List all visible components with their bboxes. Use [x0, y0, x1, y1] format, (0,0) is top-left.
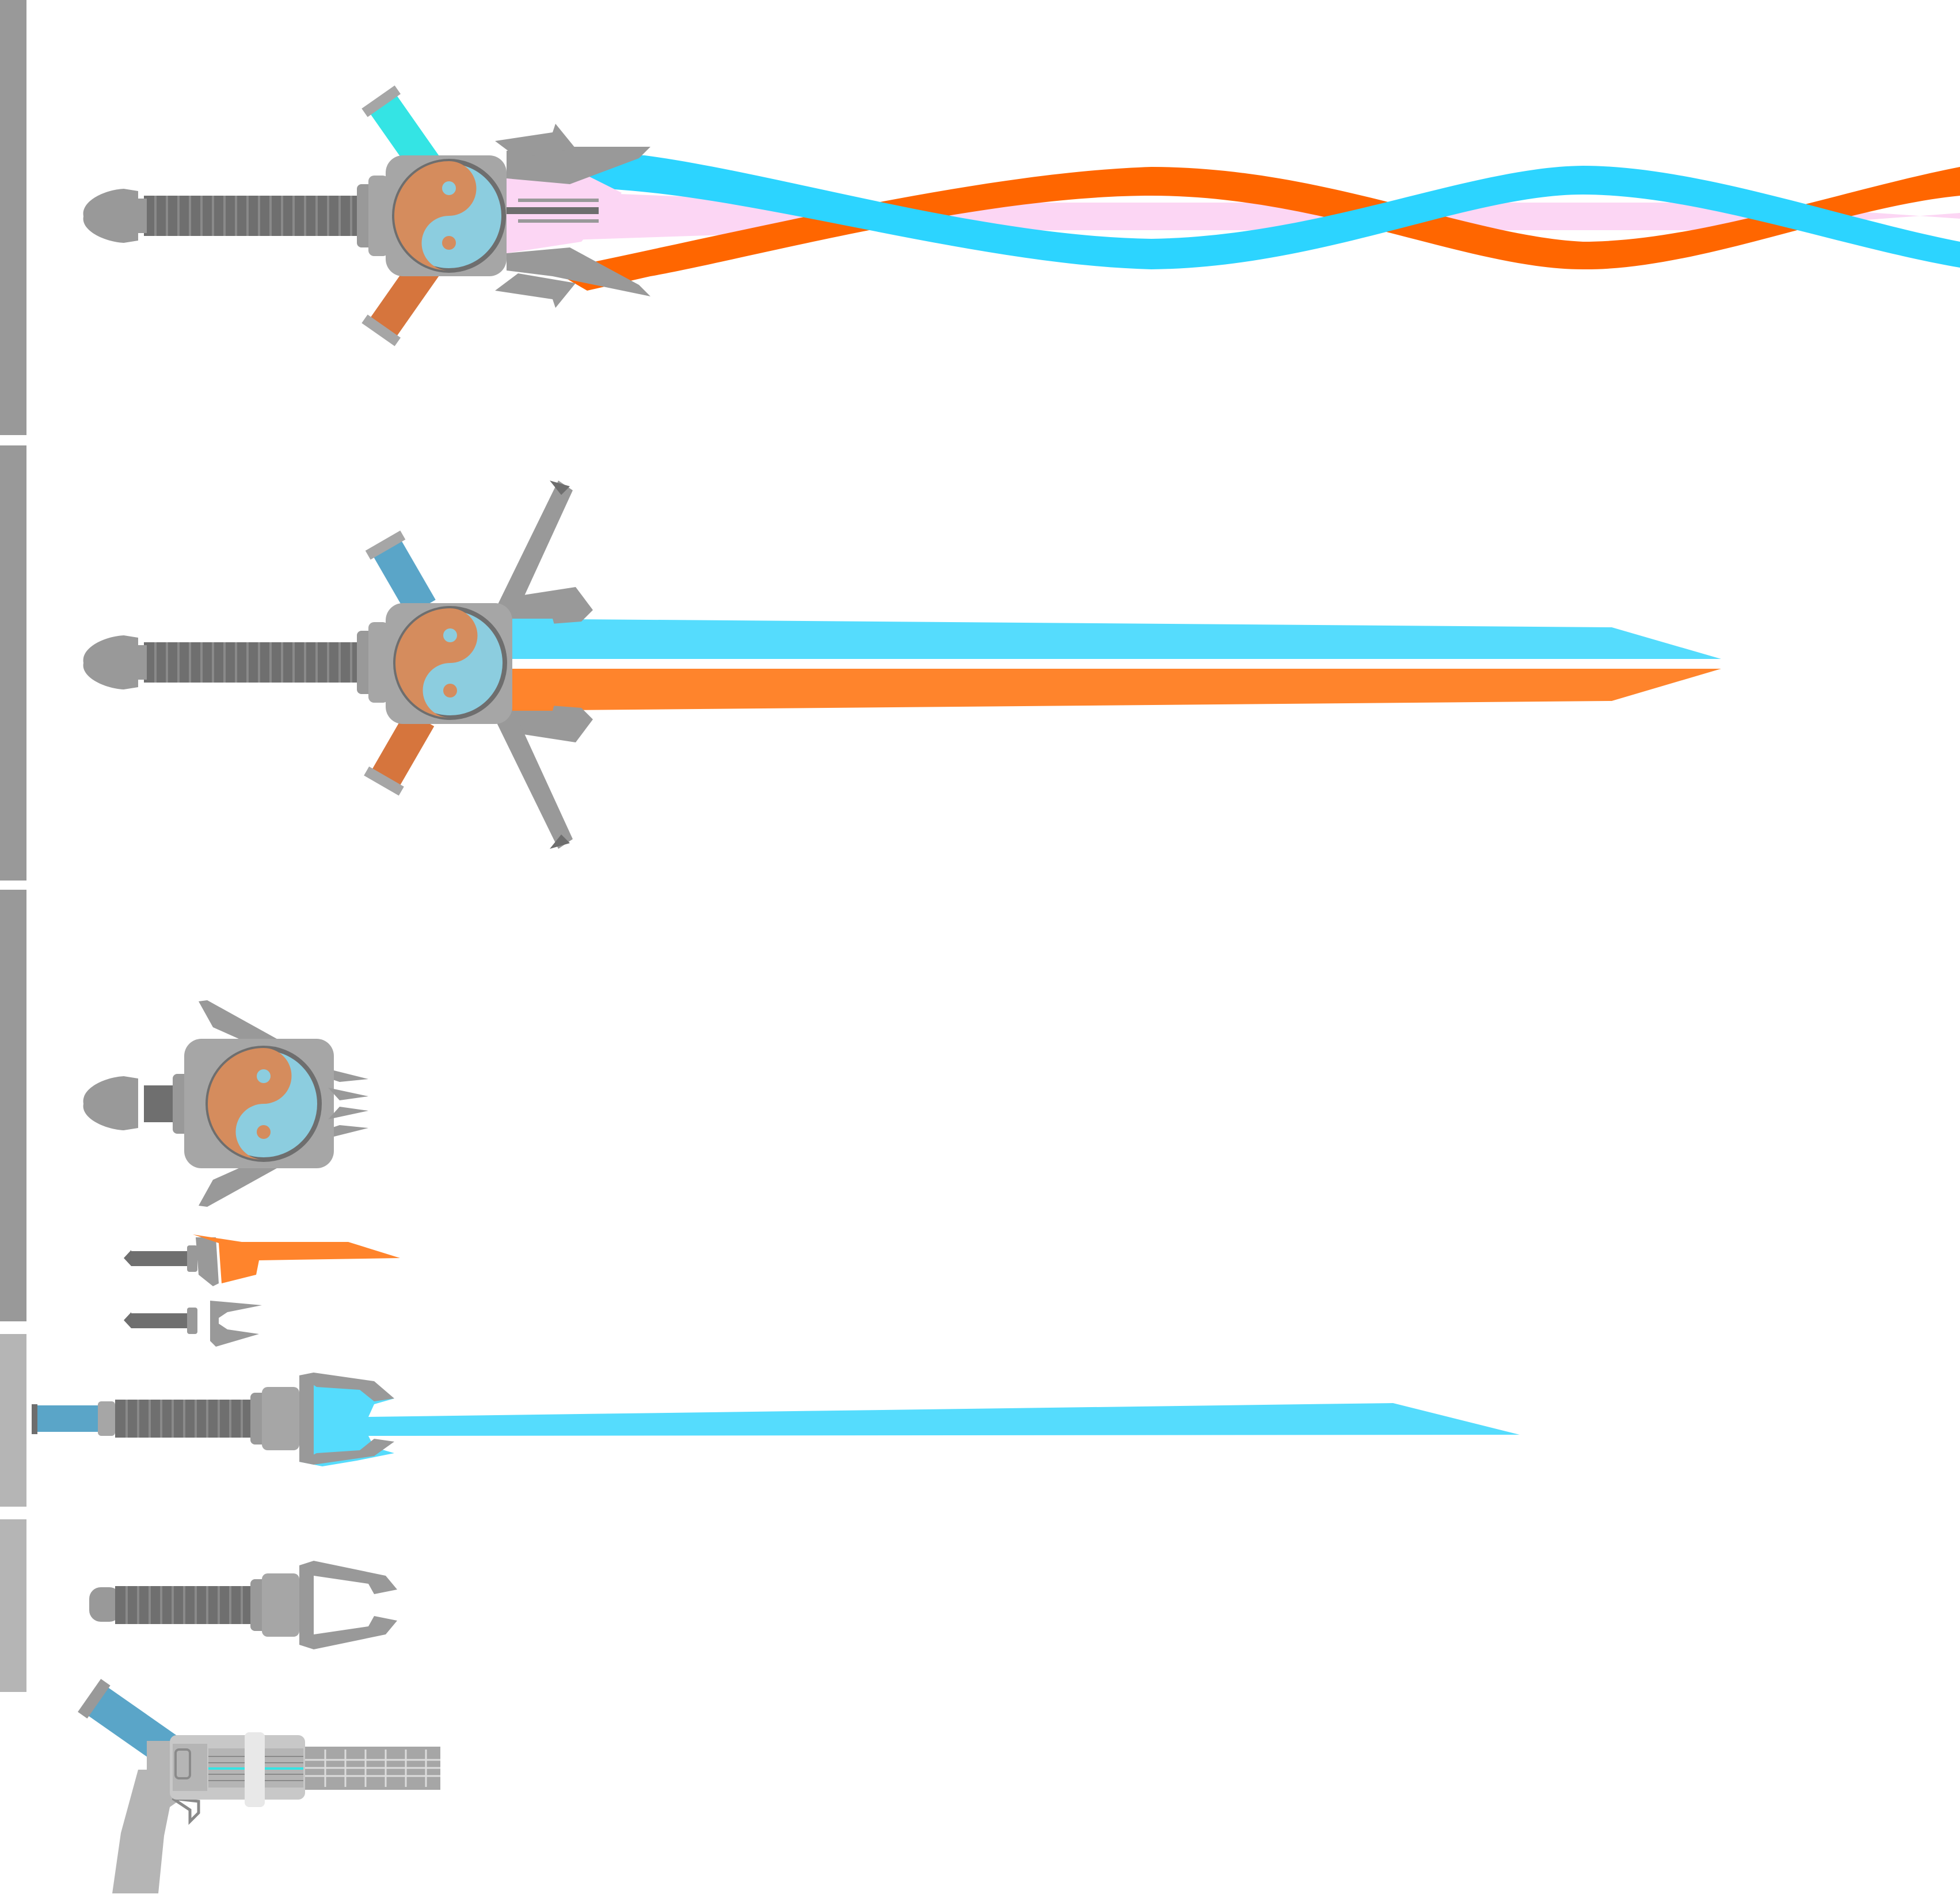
blue-grip — [35, 1405, 98, 1432]
sidebar-segment[interactable] — [0, 0, 26, 435]
small-orange-dagger-icon[interactable] — [124, 1234, 400, 1286]
yin-yang-hilt-compact-icon[interactable] — [83, 1000, 368, 1207]
blaster-pistol-icon[interactable] — [78, 1679, 440, 1893]
sidebar-segment[interactable] — [0, 890, 26, 1321]
blue-saber-icon[interactable] — [32, 1373, 1520, 1466]
empty-saber-hilt-icon[interactable] — [89, 1561, 397, 1649]
grip-ridges — [144, 196, 363, 236]
dual-blade-yin-yang-sword-icon[interactable] — [83, 481, 1721, 849]
small-empty-hilt-icon[interactable] — [124, 1301, 262, 1347]
sidebar-segment[interactable] — [0, 1519, 26, 1692]
sidebar-segment[interactable] — [0, 445, 26, 881]
sidebar-segment[interactable] — [0, 1334, 26, 1507]
left-sidebar — [0, 0, 26, 1692]
twin-spiral-yin-yang-sword-icon[interactable] — [83, 85, 1960, 346]
